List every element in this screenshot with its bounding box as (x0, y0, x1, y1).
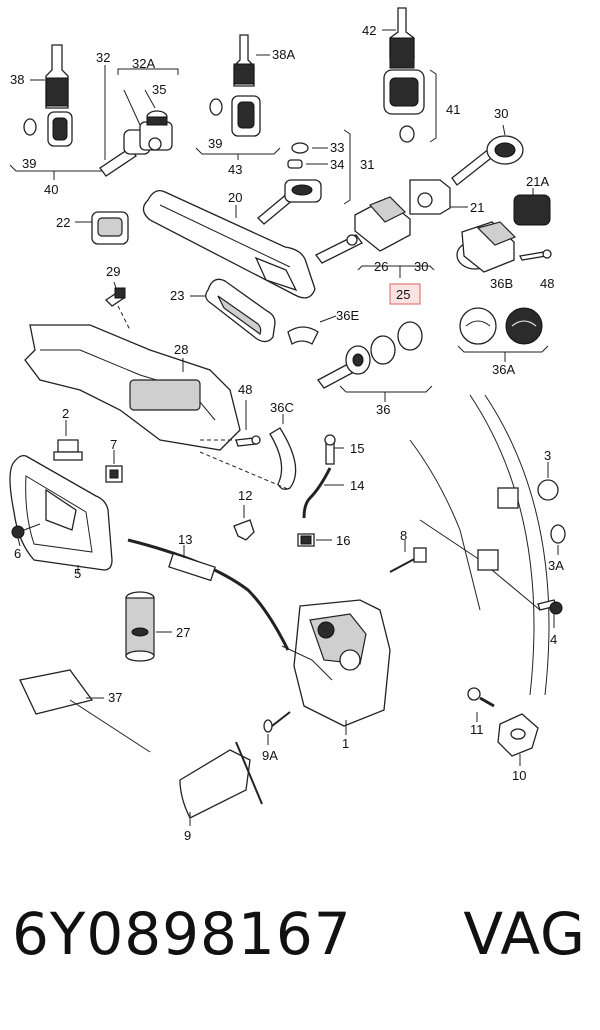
clip-12 (233, 519, 255, 541)
pin-8 (389, 547, 427, 573)
foil-37 (19, 669, 151, 753)
label-2: 2 (62, 406, 69, 421)
label-9: 9 (184, 828, 191, 843)
clip-36E (287, 326, 319, 345)
label-41: 41 (446, 102, 460, 117)
label-6: 6 (14, 546, 21, 561)
label-37: 37 (108, 690, 122, 705)
grease-can-27 (125, 591, 155, 662)
label-27: 27 (176, 625, 190, 640)
bolt-4 (537, 599, 563, 615)
screw-11 (467, 687, 495, 708)
label-36A: 36A (492, 362, 515, 377)
label-48-right: 48 (540, 276, 554, 291)
key-32 (99, 110, 173, 177)
label-15: 15 (350, 441, 364, 456)
screw-48 (235, 435, 261, 447)
label-13: 13 (178, 532, 192, 547)
clip-36C (269, 427, 297, 490)
label-23: 23 (170, 288, 184, 303)
label-38: 38 (10, 72, 24, 87)
gasket-22 (91, 211, 129, 245)
door-handle-20 (142, 189, 316, 299)
gasket-23 (205, 278, 276, 343)
clip-7 (105, 465, 123, 483)
highlight-box-25 (389, 283, 421, 305)
label-36B: 36B (490, 276, 513, 291)
brand-name: VAG (463, 900, 586, 968)
door-shell (409, 394, 566, 696)
cable-13 (127, 538, 290, 651)
label-11: 11 (470, 722, 484, 737)
label-36: 36 (376, 402, 390, 417)
label-20: 20 (228, 190, 242, 205)
label-14: 14 (350, 478, 364, 493)
label-36C: 36C (270, 400, 294, 415)
part-number: 6Y0898167 (12, 900, 352, 968)
label-8: 8 (400, 528, 407, 543)
label-40: 40 (44, 182, 58, 197)
label-16: 16 (336, 533, 350, 548)
label-3A: 3A (548, 558, 564, 573)
label-39-mid: 39 (208, 136, 222, 151)
footer: 6Y0898167 VAG (0, 900, 600, 1010)
label-3: 3 (544, 448, 551, 463)
exploded-parts-diagram: 42 38 38A 32 32A 35 39 39 40 43 41 30 33… (9, 7, 566, 843)
label-34: 34 (330, 157, 344, 172)
rings-36A (459, 307, 543, 345)
label-35: 35 (152, 82, 166, 97)
remote-key-41 (383, 7, 425, 143)
label-25: 25 (396, 287, 410, 302)
door-lock-1 (281, 599, 391, 727)
label-26: 26 (374, 259, 388, 274)
screw-29 (104, 287, 126, 307)
label-39-left: 39 (22, 156, 36, 171)
label-30-lock: 30 (414, 259, 428, 274)
label-1: 1 (342, 736, 349, 751)
label-48-mid: 48 (238, 382, 252, 397)
label-30-top: 30 (494, 106, 508, 121)
label-22: 22 (56, 215, 70, 230)
label-42: 42 (362, 23, 376, 38)
label-31: 31 (360, 157, 374, 172)
label-36E: 36E (336, 308, 359, 323)
label-10: 10 (512, 768, 526, 783)
label-43: 43 (228, 162, 242, 177)
key-blank-38 (23, 44, 73, 147)
key-blank-38A (209, 34, 261, 137)
label-12: 12 (238, 488, 252, 503)
handle-carrier-28 (24, 324, 241, 451)
lock-set-36 (317, 321, 423, 389)
label-9A: 9A (262, 748, 278, 763)
rod-14 (297, 434, 336, 547)
key-30 (451, 135, 524, 186)
lock-cylinder-21 (315, 179, 451, 264)
inner-handle-5 (9, 454, 113, 571)
label-5: 5 (74, 566, 81, 581)
label-21A: 21A (526, 174, 549, 189)
lock-cylinder-36B (456, 194, 552, 273)
label-33: 33 (330, 140, 344, 155)
label-29: 29 (106, 264, 120, 279)
label-7: 7 (110, 437, 117, 452)
label-21: 21 (470, 200, 484, 215)
key-31-assembly (257, 142, 322, 225)
clip-2 (53, 439, 83, 461)
label-32: 32 (96, 50, 110, 65)
label-38A: 38A (272, 47, 295, 62)
label-4: 4 (550, 632, 557, 647)
bracket-9 (179, 711, 291, 819)
striker-plate-10 (497, 713, 539, 757)
label-32A: 32A (132, 56, 155, 71)
label-28: 28 (174, 342, 188, 357)
